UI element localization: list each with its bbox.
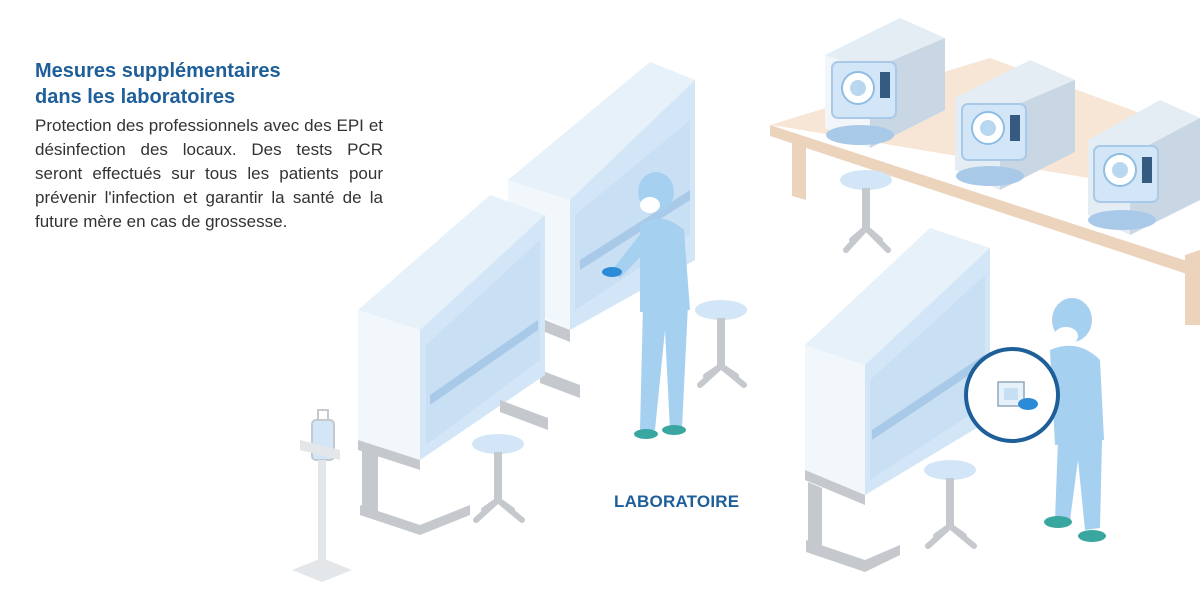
lab-technician-left (602, 172, 690, 439)
laboratory-label: LABORATOIRE (614, 492, 740, 511)
lab-stool-4 (924, 460, 977, 549)
pcr-analyzer-3 (1088, 100, 1200, 235)
pcr-analyzer-1 (825, 18, 945, 148)
info-panel: Mesures supplémentaires dans les laborat… (35, 58, 383, 234)
lab-stool-1 (840, 170, 892, 253)
info-title: Mesures supplémentaires dans les laborat… (35, 58, 383, 110)
safety-cabinet-front-left (358, 195, 548, 535)
info-title-line1: Mesures supplémentaires (35, 60, 281, 82)
magnifier-circle-icon (964, 347, 1060, 443)
lab-stool-2 (695, 300, 747, 388)
safety-cabinet-front-right (805, 228, 990, 572)
lab-stool-3 (472, 434, 525, 523)
info-body: Protection des professionnels avec des E… (35, 116, 383, 231)
hand-sanitizer-icon (292, 409, 352, 582)
pcr-analyzer-2 (955, 60, 1075, 190)
info-title-line2: dans les laboratoires (35, 86, 236, 108)
